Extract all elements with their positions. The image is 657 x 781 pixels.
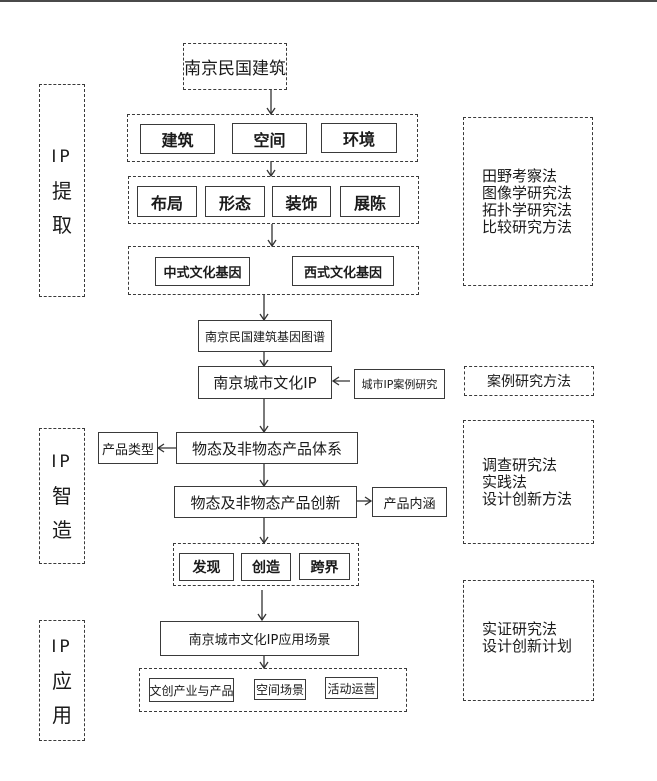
methods-create: 调查研究法 实践法 设计创新方法 [463, 420, 594, 544]
stage-item-label: 创造 [252, 560, 280, 576]
stage-item: 创造 [241, 553, 291, 581]
city-case-label: 城市IP案例研究 [361, 378, 438, 391]
gene-map-node: 南京民国建筑基因图谱 [198, 320, 332, 352]
level1-item-label: 空间 [253, 130, 286, 150]
level2-item-label: 装饰 [285, 193, 318, 213]
level1-item: 空间 [232, 123, 307, 154]
side-label-line: IP [51, 146, 73, 167]
title-node: 南京民国建筑 [183, 43, 287, 90]
chinese-culture-gene: 中式文化基因 [155, 257, 250, 286]
method-item: 设计创新计划 [482, 637, 573, 655]
stage-item: 发现 [179, 553, 234, 581]
product-innovation-label: 物态及非物态产品创新 [190, 493, 341, 512]
side-label-line: 用 [52, 702, 72, 727]
method-item: 实践法 [482, 472, 528, 491]
product-connotation-node: 产品内涵 [372, 487, 447, 517]
application-items-group [139, 668, 407, 712]
level1-group [127, 114, 418, 162]
side-label-extract: IP 提 取 [39, 84, 85, 297]
method-item: 实证研究法 [482, 620, 558, 638]
stage-item: 跨界 [299, 553, 350, 580]
city-ip-node: 南京城市文化IP [198, 366, 332, 399]
level2-item-label: 展陈 [353, 193, 386, 213]
side-label-line: 造 [52, 518, 72, 542]
side-label-line: IP [51, 452, 73, 472]
level1-item-label: 环境 [342, 130, 375, 149]
level2-item-label: 形态 [218, 193, 251, 213]
level2-item-label: 布局 [150, 193, 183, 213]
methods-apply: 实证研究法 设计创新计划 [463, 580, 594, 701]
application-item: 空间场景 [254, 679, 306, 700]
application-scene-node: 南京城市文化IP应用场景 [160, 621, 359, 656]
method-item: 调查研究法 [482, 455, 558, 474]
level1-item: 建筑 [140, 124, 215, 154]
application-scene-label: 南京城市文化IP应用场景 [188, 633, 331, 648]
side-label-line: 提 [52, 178, 72, 203]
western-culture-gene-label: 西式文化基因 [303, 265, 382, 281]
level2-item: 展陈 [340, 186, 400, 217]
level3-group [128, 246, 419, 295]
stage-item-label: 发现 [192, 560, 221, 576]
application-item-label: 空间场景 [255, 683, 304, 697]
level2-item: 布局 [137, 186, 197, 217]
application-item-label: 活动运营 [327, 681, 376, 696]
product-connotation-label: 产品内涵 [383, 496, 436, 512]
level1-item: 环境 [321, 123, 397, 153]
method-item: 案例研究方法 [487, 374, 571, 390]
level2-item: 装饰 [272, 186, 331, 217]
method-item: 图像学研究法 [482, 183, 573, 202]
level2-item: 形态 [205, 186, 265, 217]
side-label-create: IP 智 造 [39, 428, 85, 564]
level1-item-label: 建筑 [161, 131, 194, 150]
city-case-node: 城市IP案例研究 [354, 369, 445, 399]
method-item: 比较研究方法 [482, 217, 573, 236]
method-item: 田野考察法 [482, 166, 558, 185]
methods-extract: 田野考察法 图像学研究法 拓扑学研究法 比较研究方法 [463, 117, 593, 286]
chinese-culture-gene-label: 中式文化基因 [163, 266, 242, 281]
product-innovation-node: 物态及非物态产品创新 [174, 486, 357, 518]
stage-item-label: 跨界 [310, 559, 339, 576]
city-ip-label: 南京城市文化IP [213, 374, 317, 392]
methods-case: 案例研究方法 [464, 366, 594, 396]
product-type-node: 产品类型 [98, 432, 158, 464]
side-label-line: 智 [52, 484, 72, 508]
product-type-label: 产品类型 [101, 442, 154, 458]
side-label-apply: IP 应 用 [39, 620, 85, 741]
level2-group [128, 176, 419, 224]
side-label-line: 应 [52, 668, 72, 693]
application-item-label: 文创产业与产品 [149, 683, 234, 698]
product-system-node: 物态及非物态产品体系 [176, 432, 358, 464]
title-text: 南京民国建筑 [184, 59, 286, 79]
gene-map-label: 南京民国建筑基因图谱 [204, 329, 325, 344]
application-item: 文创产业与产品 [149, 678, 234, 702]
method-item: 设计创新方法 [482, 489, 573, 508]
stages-group [173, 543, 359, 586]
product-system-label: 物态及非物态产品体系 [191, 439, 342, 458]
top-border-bar [0, 0, 657, 2]
method-item: 拓扑学研究法 [482, 200, 573, 219]
application-item: 活动运营 [325, 677, 378, 699]
side-label-line: IP [51, 636, 73, 657]
side-label-line: 取 [52, 212, 72, 237]
western-culture-gene: 西式文化基因 [292, 256, 394, 286]
